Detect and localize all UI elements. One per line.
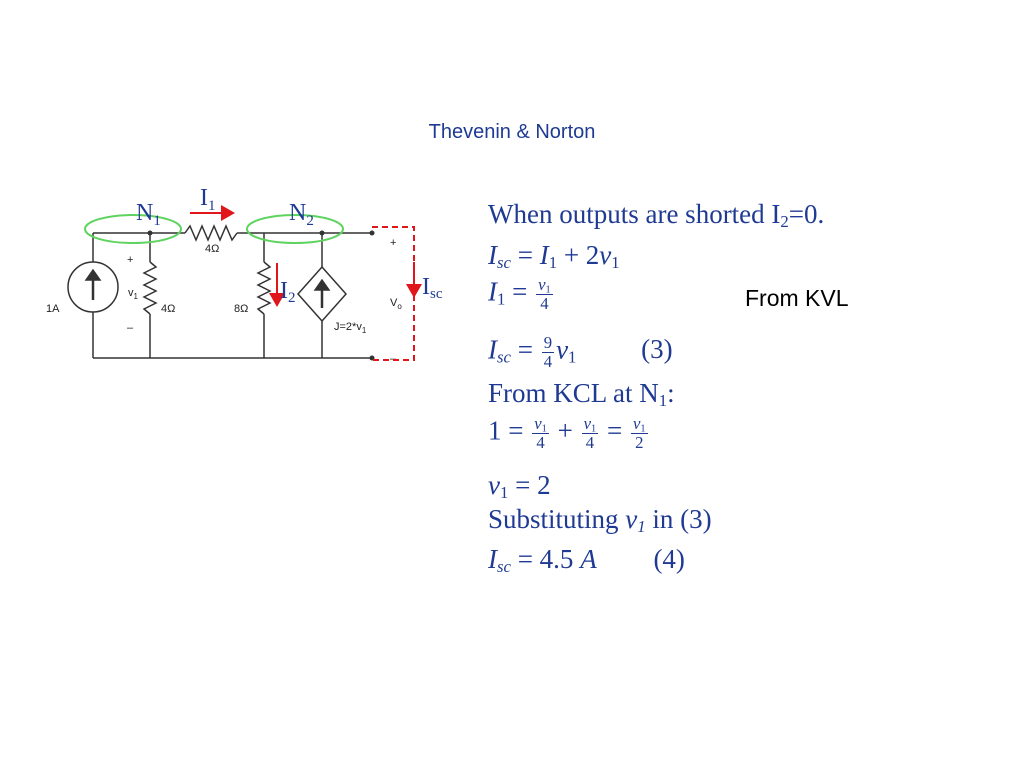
node-n2-label: N2 <box>289 200 314 229</box>
r3-label: 8Ω <box>234 303 248 315</box>
node-n1-ellipse <box>84 214 182 244</box>
r-series-label: 4Ω <box>205 243 219 255</box>
slide-title: Thevenin & Norton <box>428 121 596 143</box>
junction-n2 <box>319 230 325 236</box>
eq-isc-definition: Isc = I1 + 2v1 <box>488 240 620 273</box>
source-label: 1A <box>46 303 60 315</box>
i1-label: I1 <box>200 185 216 214</box>
vo-plus: + <box>390 237 396 249</box>
node-n2-ellipse <box>246 214 344 244</box>
current-source-1A <box>67 233 119 358</box>
dep-source-label: J=2*v1 <box>334 321 367 335</box>
short-circuit-wire <box>372 226 415 361</box>
junction-n1 <box>147 230 153 236</box>
eq-isc-result: Isc = 4.5 A (4) <box>488 544 685 577</box>
node-n1-label: N1 <box>136 200 161 229</box>
r1-label: 4Ω <box>161 303 175 315</box>
dependent-current-source <box>296 233 348 358</box>
from-kvl-note: From KVL <box>745 285 849 311</box>
eq-kcl-heading: From KCL at N1: <box>488 378 675 411</box>
isc-label: Isc <box>422 274 443 302</box>
v1-minus: – <box>127 322 134 334</box>
resistor-4ohm-shunt <box>142 233 158 358</box>
terminal-top <box>369 230 375 236</box>
i2-label: I2 <box>280 278 296 306</box>
eq-substituting: Substituting v1 in (3) <box>488 504 712 537</box>
eq-line-shorted: When outputs are shorted I2=0. <box>488 199 825 232</box>
resistor-8ohm <box>256 233 272 358</box>
eq-v1: v1 = 2 <box>488 470 551 503</box>
top-wire <box>93 224 372 242</box>
v1-label: v1 <box>128 287 139 301</box>
vo-label: Vo <box>390 297 402 311</box>
v1-plus: + <box>127 254 133 266</box>
